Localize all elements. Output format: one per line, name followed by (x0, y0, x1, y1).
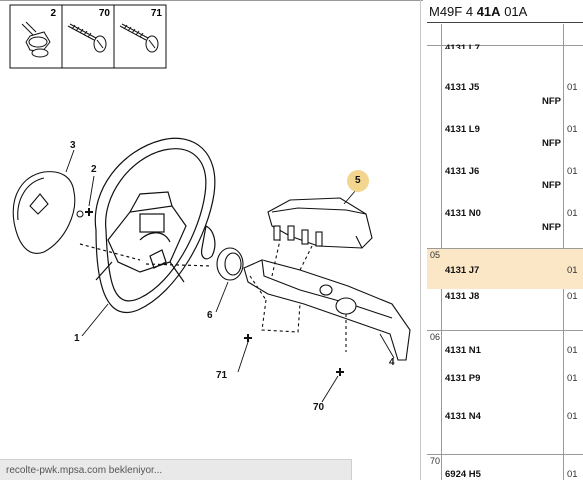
part-row[interactable]: 4131 P9 01 (427, 371, 583, 409)
fastener-2-number: 2 (50, 8, 56, 19)
part-nfp-flag: NFP (542, 96, 561, 107)
nut-icon (21, 21, 51, 58)
pane-divider[interactable] (420, 0, 421, 480)
part-qty: 01 (567, 411, 578, 422)
part-row[interactable]: 4131 N4 01 (427, 409, 583, 447)
fastener-box-71[interactable] (113, 4, 167, 69)
screw-icon (67, 23, 107, 53)
callout-5-highlight (347, 170, 369, 192)
part-qty: 01 (567, 291, 578, 302)
bolt-icon (119, 23, 159, 53)
part-ref[interactable]: 4131 L9 (445, 124, 480, 135)
part-nfp-flag: NFP (542, 180, 561, 191)
status-text: recolte-pwk.mpsa.com bekleniyor... (6, 465, 163, 476)
part-qty: 01 (567, 208, 578, 219)
part-ref[interactable]: 4131 N4 (445, 411, 481, 422)
part-group-06: 06 4131 N1 01 4131 P9 01 4131 N4 01 (427, 330, 583, 455)
clock-spring-ring[interactable] (216, 247, 244, 281)
part-row[interactable]: 6924 H5 01 (427, 467, 583, 480)
part-group-05: 05 4131 J7 01 4131 J8 01 (427, 248, 583, 331)
airbag-screw (76, 210, 84, 218)
airbag-cushion[interactable] (12, 171, 76, 254)
part-qty: 01 (567, 124, 578, 135)
callout-4[interactable]: 4 (389, 357, 395, 368)
steering-wheel[interactable] (79, 137, 216, 314)
part-row[interactable]: 4131 J5 01 NFP (427, 80, 583, 118)
fastener-markers (85, 208, 344, 376)
header-bold-code: 41A (476, 4, 501, 19)
part-row[interactable]: 4131 N1 01 (427, 343, 583, 381)
part-qty: 01 (567, 345, 578, 356)
fastener-70-number: 70 (99, 8, 111, 19)
callout-3[interactable]: 3 (70, 140, 76, 151)
part-row[interactable]: 4131 J8 01 (427, 289, 583, 327)
part-ref[interactable]: 4131 J8 (445, 291, 480, 302)
lower-column-shroud[interactable] (243, 239, 411, 361)
header-suffix: 01A (504, 4, 528, 19)
part-group-1: 4131 J5 01 NFP 4131 L9 01 NFP 4131 J6 01… (427, 46, 583, 272)
parts-list: 4131 L7 4131 J5 01 NFP 4131 L9 01 NFP 41… (427, 24, 583, 480)
parts-header: M49F 4 41A 01A (427, 0, 583, 23)
group-label: 06 (430, 332, 441, 342)
steering-wheel-diagram: 2 70 71 (0, 0, 423, 403)
part-ref[interactable]: 6924 H5 (445, 469, 481, 480)
part-ref[interactable]: 4131 N1 (445, 345, 481, 356)
fastener-thumbnails (0, 0, 423, 69)
group-label: 05 (430, 250, 441, 260)
callout-5[interactable]: 5 (355, 175, 361, 186)
part-qty: 01 (567, 82, 578, 93)
part-nfp-flag: NFP (542, 138, 561, 149)
leader-lines (65, 149, 395, 403)
exploded-diagram-pane: 2 70 71 (0, 0, 423, 413)
part-qty: 01 (567, 469, 578, 480)
part-row[interactable]: 4131 J6 01 NFP (427, 164, 583, 202)
callout-6[interactable]: 6 (207, 310, 213, 321)
upper-column-shroud[interactable] (267, 197, 373, 249)
header-prefix: M49F 4 (429, 4, 474, 19)
group-label: 70 (430, 456, 441, 466)
part-ref[interactable]: 4131 J7 (445, 265, 480, 276)
part-qty: 01 (567, 265, 578, 276)
part-ref[interactable]: 4131 P9 (445, 373, 481, 384)
callout-71[interactable]: 71 (216, 370, 228, 381)
callout-1[interactable]: 1 (74, 333, 80, 344)
part-ref[interactable]: 4131 J5 (445, 82, 480, 93)
part-row[interactable]: 4131 N0 01 NFP (427, 206, 583, 244)
part-nfp-flag: NFP (542, 222, 561, 233)
part-row-selected[interactable]: 05 4131 J7 01 (427, 249, 583, 289)
status-bar: recolte-pwk.mpsa.com bekleniyor... (0, 459, 352, 480)
part-ref[interactable]: 4131 N0 (445, 208, 481, 219)
callout-2[interactable]: 2 (91, 164, 97, 175)
cut-off-ref[interactable]: 4131 L7 (445, 43, 480, 49)
part-row[interactable]: 4131 L9 01 NFP (427, 122, 583, 160)
part-ref[interactable]: 4131 J6 (445, 166, 480, 177)
header-rule (427, 45, 583, 46)
part-group-70: 70 6924 H5 01 (427, 454, 583, 480)
callout-70[interactable]: 70 (313, 402, 325, 413)
fastener-71-number: 71 (151, 8, 163, 19)
part-qty: 01 (567, 373, 578, 384)
parts-list-pane: M49F 4 41A 01A 4131 L7 4131 J5 01 NFP 41… (427, 0, 583, 480)
part-qty: 01 (567, 166, 578, 177)
